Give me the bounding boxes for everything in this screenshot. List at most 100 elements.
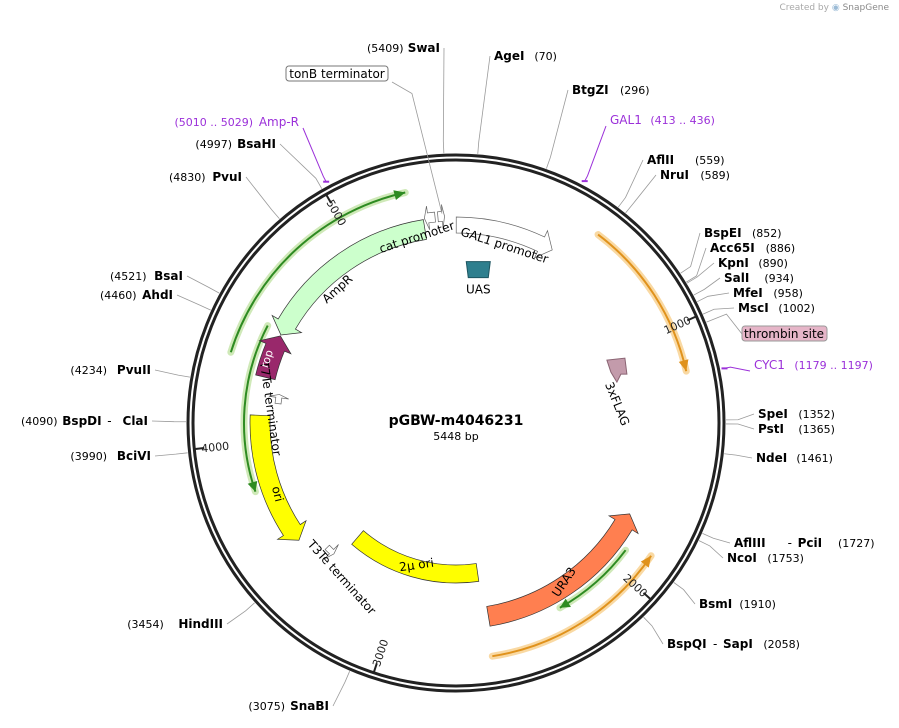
- purple-label-amp-r: Amp-R: [259, 115, 299, 129]
- site-bcivi: BciVI(3990): [70, 449, 151, 463]
- feature-gal1-promoter: [455, 216, 553, 259]
- site-ndei: NdeI(1461): [756, 451, 833, 465]
- primer-head-0: [678, 359, 689, 372]
- leader-line: [724, 453, 753, 459]
- site-name: Acc65I: [710, 241, 755, 255]
- leader-tonb: [391, 81, 443, 214]
- primer-3: [243, 325, 269, 492]
- site-name: MscI: [738, 301, 769, 315]
- site-hindiii: HindIII (3454): [127, 617, 223, 631]
- leader-line: [226, 602, 255, 625]
- site-agei: AgeI (70): [494, 49, 557, 63]
- plasmid-size: 5448 bp: [433, 430, 478, 443]
- feature-uas: [465, 261, 491, 279]
- backbone: [186, 153, 726, 693]
- site-name: PvuII: [117, 363, 151, 377]
- feature-ampr: [271, 219, 427, 336]
- site-name: BspDI: [62, 414, 101, 428]
- site-name: BspEI: [704, 226, 742, 240]
- leader-line: [151, 420, 187, 423]
- site-bsahi: BsaHI(4997): [195, 137, 276, 151]
- watermark-prefix: Created by: [779, 3, 829, 13]
- site-mfei: MfeI(958): [733, 286, 803, 300]
- leader-line: [279, 143, 323, 189]
- watermark-brand: SnapGene: [842, 3, 889, 13]
- tonb-box: [285, 65, 389, 82]
- feature-label-2mu-ori: 2μ ori: [398, 556, 434, 575]
- leader-line: [686, 262, 715, 284]
- site-name: NruI: [660, 168, 689, 182]
- site-name: NdeI: [756, 451, 787, 465]
- feature-3xflag: [606, 357, 628, 384]
- backbone-inner-ring: [191, 158, 721, 688]
- site-name: BspQI: [667, 637, 707, 651]
- site-position: (4090): [21, 415, 58, 428]
- leader-line: [176, 294, 211, 311]
- site-position: (3990): [70, 450, 107, 463]
- leader-line: [693, 277, 721, 296]
- thrombin-label: thrombin site: [744, 327, 824, 341]
- primer-glow-0: [594, 231, 690, 375]
- purple-range-cyc1: (1179 .. 1197): [794, 359, 873, 372]
- site-name: MfeI: [733, 286, 763, 300]
- feature-label-ori: ori: [269, 485, 286, 504]
- site-name: BsmI: [699, 597, 732, 611]
- site-name: AhdI: [142, 288, 173, 302]
- site-name: BtgZI: [572, 83, 609, 97]
- primer-4: [229, 191, 406, 353]
- leader-line: [154, 452, 188, 457]
- site-name: AflIII: [734, 536, 766, 550]
- site-position: (4460): [100, 289, 137, 302]
- thrombin-box: [741, 325, 828, 342]
- snapgene-logo-icon: ◉: [831, 3, 840, 13]
- site-msci: MscI (1002): [738, 301, 815, 315]
- purple-label-gal1: GAL1: [610, 113, 642, 127]
- site-kpni: KpnI(890): [718, 256, 788, 270]
- feature-t3te-terminator: [324, 544, 339, 560]
- leader-thrombin: [706, 313, 743, 335]
- purple-leader-amp-r: [302, 127, 327, 182]
- plasmid-name: pGBW-m4046231: [389, 413, 524, 429]
- site-name-2: SapI: [723, 637, 753, 651]
- site-aflii: AflII(559): [647, 153, 725, 167]
- primer-0: [597, 233, 688, 372]
- leader-line: [697, 292, 730, 303]
- leader-line: [702, 307, 735, 315]
- site-ahdi: AhdI (4460): [100, 288, 173, 302]
- site-name: NcoI: [727, 551, 757, 565]
- snapgene-watermark: Created by ◉ SnapGene: [779, 3, 889, 13]
- leader-line: [673, 582, 696, 605]
- leader-line: [725, 423, 755, 430]
- site-position: (4234): [70, 364, 107, 377]
- site-name-2: PciI: [798, 536, 823, 550]
- site-bspdi: ClaI-BspDI(4090): [21, 414, 148, 428]
- site-position: (5409): [367, 42, 404, 55]
- leader-line: [698, 540, 724, 559]
- site-swai: SwaI(5409): [367, 41, 440, 55]
- tick-3000: [373, 662, 378, 673]
- feature-tonb-terminator: [437, 204, 445, 229]
- site-name: PvuI: [212, 170, 242, 184]
- site-dash: -: [713, 637, 717, 651]
- site-name: HindIII: [178, 617, 223, 631]
- primer-head-3: [247, 480, 258, 492]
- tick-label-4000: 4000: [201, 440, 230, 456]
- leader-line: [186, 275, 220, 294]
- site-position: (70): [534, 50, 557, 63]
- site-position: (559): [695, 154, 725, 167]
- site-dash: -: [107, 414, 111, 428]
- site-position: (1352): [798, 408, 835, 421]
- site-snabi: SnaBI(3075): [248, 699, 329, 713]
- site-position: (3454): [127, 618, 164, 631]
- feature-label-rop: rop: [258, 348, 276, 369]
- site-position: (1002): [778, 302, 815, 315]
- primer-head-4: [393, 190, 406, 200]
- site-position: (886): [766, 242, 796, 255]
- backbone-outer-ring: [186, 153, 726, 693]
- tick-4000: [195, 447, 205, 450]
- site-spei: SpeI(1352): [758, 407, 835, 421]
- site-position: (934): [764, 272, 794, 285]
- site-name: AgeI: [494, 49, 524, 63]
- feature-rop: [255, 335, 292, 381]
- primer-1: [492, 555, 652, 658]
